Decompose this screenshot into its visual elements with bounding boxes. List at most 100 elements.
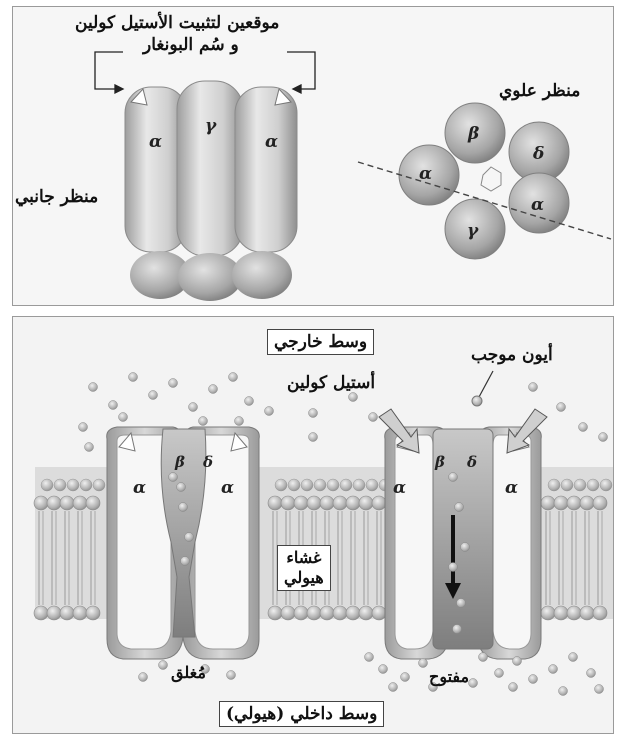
cation-dot [265, 407, 274, 416]
lipid-head-lower [359, 606, 373, 620]
cation-dot [185, 533, 194, 542]
cation-dot [109, 401, 118, 410]
cation-dot [129, 373, 138, 382]
cation-dot [229, 373, 238, 382]
cation-dot [419, 659, 428, 668]
cation-dot [369, 413, 378, 422]
lipid-head-lower [593, 606, 607, 620]
lipid-head-upper-back [327, 479, 339, 491]
lipid-head-lower [541, 606, 555, 620]
lipid-head-upper [34, 496, 48, 510]
cation-dot [149, 391, 158, 400]
receptor-top-view: β δ α α γ [358, 103, 611, 259]
cation-dot [513, 657, 522, 666]
open-alpha-right: α [505, 478, 518, 498]
lipid-head-upper [541, 496, 555, 510]
lipid-head-upper [73, 496, 87, 510]
outside-medium-label: وسط خارجي [267, 329, 374, 355]
cation-dot [559, 687, 568, 696]
closed-delta: δ [202, 453, 213, 471]
acetylcholine-label: أستيل كولين [287, 373, 375, 393]
closed-beta: β [174, 453, 185, 471]
cation-label: أيون موجب [471, 345, 553, 365]
cation-dot [177, 483, 186, 492]
top-view-label: منظر علوي [499, 81, 580, 101]
lipid-head-upper [372, 496, 386, 510]
lipid-head-upper [346, 496, 360, 510]
lipid-head-upper-back [314, 479, 326, 491]
cation-dot [461, 543, 470, 552]
side-view-label: منظر جانبي [15, 187, 98, 207]
lipid-head-upper-back [548, 479, 560, 491]
lipid-head-upper-back [600, 479, 612, 491]
cation-dot [599, 433, 608, 442]
lipid-head-lower [554, 606, 568, 620]
lipid-head-upper [567, 496, 581, 510]
cation-dot [85, 443, 94, 452]
lipid-head-upper [593, 496, 607, 510]
lipid-head-upper [554, 496, 568, 510]
lipid-head-lower [567, 606, 581, 620]
top-panel: α γ α β δ α α γ موقعين لتثبيت الأستيل كو… [12, 6, 614, 306]
cation-dot [529, 675, 538, 684]
lipid-head-lower [307, 606, 321, 620]
cation-dot [389, 683, 398, 692]
lipid-head-upper [268, 496, 282, 510]
lipid-head-lower [73, 606, 87, 620]
cation-dot [169, 379, 178, 388]
inside-medium-label: وسط داخلي (هيولي) [219, 701, 384, 727]
lipid-head-upper [60, 496, 74, 510]
open-channel [379, 409, 547, 659]
lipid-head-upper-back [340, 479, 352, 491]
cation-dot [209, 385, 218, 394]
cation-dot [579, 423, 588, 432]
lipid-head-upper-back [275, 479, 287, 491]
lipid-head-upper-back [54, 479, 66, 491]
membrane-label: غشاء هيولي [277, 545, 331, 591]
cation-dot [139, 673, 148, 682]
cation-dot [309, 409, 318, 418]
lipid-head-upper [307, 496, 321, 510]
lipid-head-lower [47, 606, 61, 620]
lipid-head-lower [294, 606, 308, 620]
bottom-panel: α β δ α α β δ α وسط خارجي وسط داخلي (هيو… [12, 316, 614, 734]
cation-dot [379, 665, 388, 674]
lipid-head-upper-back [288, 479, 300, 491]
cation-dot [235, 417, 244, 426]
side-alpha-right: α [265, 132, 278, 152]
cation-dot [449, 563, 458, 572]
cation-example [472, 396, 482, 406]
closed-alpha-right: α [221, 478, 234, 498]
open-delta: δ [466, 453, 477, 471]
lipid-head-upper-back [587, 479, 599, 491]
lipid-head-lower [281, 606, 295, 620]
lipid-head-upper [359, 496, 373, 510]
lipid-head-lower [268, 606, 282, 620]
lipid-head-upper [580, 496, 594, 510]
cation-dot [453, 625, 462, 634]
lipid-head-lower [346, 606, 360, 620]
cation-dot [79, 423, 88, 432]
cation-dot [89, 383, 98, 392]
receptor-side-view: α γ α [125, 81, 297, 301]
cation-dot [199, 417, 208, 426]
lipid-head-upper-back [574, 479, 586, 491]
top-alpha-right: α [531, 195, 544, 215]
lipid-head-lower [372, 606, 386, 620]
lipid-head-upper [47, 496, 61, 510]
cation-dot [365, 653, 374, 662]
cation-dot [227, 671, 236, 680]
cation-dot [587, 669, 596, 678]
lipid-head-lower [86, 606, 100, 620]
cation-dot [455, 503, 464, 512]
cation-dot [529, 383, 538, 392]
open-alpha-left: α [393, 478, 406, 498]
top-illustration: α γ α β δ α α γ [13, 7, 613, 305]
cation-dot [557, 403, 566, 412]
cation-dot [495, 669, 504, 678]
lipid-head-upper-back [301, 479, 313, 491]
lipid-head-upper [86, 496, 100, 510]
lipid-head-upper [333, 496, 347, 510]
cation-dot [549, 665, 558, 674]
closed-alpha-left: α [133, 478, 146, 498]
